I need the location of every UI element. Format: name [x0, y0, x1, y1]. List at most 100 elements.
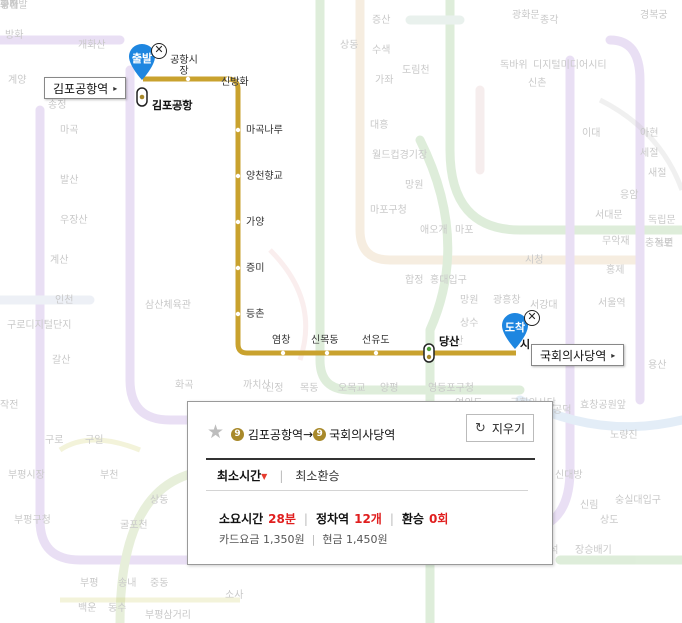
destination-pin-label: 도착	[504, 321, 526, 334]
origin-callout-label: 김포공항역	[53, 81, 109, 96]
card-fare: 카드요금 1,350원	[219, 533, 305, 546]
bg-station-label: 망원	[460, 295, 479, 306]
route-station-dot[interactable]	[324, 350, 330, 356]
bg-station-label: 서대문	[595, 210, 623, 221]
bg-station-label: 디지털미디어시티	[533, 60, 607, 71]
bg-station-label: 세절	[640, 148, 659, 159]
route-station-dot[interactable]	[280, 350, 286, 356]
bg-station-label: 장승배기	[575, 545, 612, 556]
route-station-dot[interactable]	[185, 76, 191, 82]
tab-min-transfer[interactable]: 최소환승	[295, 469, 340, 483]
bg-station-label: 부평	[80, 578, 99, 589]
route-station-dot[interactable]	[235, 311, 241, 317]
bg-station-label: 증산	[372, 15, 391, 26]
bg-station-label: 무악재	[602, 236, 630, 247]
transfer-value: 0회	[428, 512, 449, 526]
bg-station-label: 신방화	[221, 77, 249, 88]
origin-close-icon[interactable]: ✕	[151, 43, 167, 59]
bg-station-label: 광흥창	[493, 295, 521, 306]
bg-station-label: 애오개	[420, 225, 448, 236]
bg-station-label: 삼산체육관	[145, 300, 191, 311]
bg-station-label: 부평구청	[14, 515, 51, 526]
bg-station-label: 신림	[580, 500, 599, 511]
station-label-yeomchang[interactable]: 염창	[272, 335, 291, 346]
bg-station-label: 행신	[0, 0, 19, 11]
bg-station-label: 공덕	[553, 405, 572, 416]
route-station-dot[interactable]	[235, 265, 241, 271]
route-line	[143, 76, 516, 356]
bg-station-label: 공항	[170, 55, 189, 66]
bg-station-label: 시청	[525, 255, 544, 266]
bg-station-label: 부천	[100, 470, 119, 481]
bg-station-label: 양평	[380, 383, 399, 394]
bg-station-label: 독립문	[648, 215, 676, 226]
route-option-tabs: 최소시간▼|최소환승	[217, 467, 340, 484]
station-label-gayang[interactable]: 가양	[246, 217, 265, 228]
station-label-gimpo-airport[interactable]: 김포공항	[152, 99, 193, 112]
clear-button[interactable]: ↻ 지우기	[466, 414, 534, 442]
station-label-dangsan[interactable]: 당산	[439, 335, 460, 348]
bg-station-label: 상도	[600, 515, 619, 526]
route-station-dot[interactable]	[235, 127, 241, 133]
bg-station-label: 마곡	[60, 125, 79, 136]
bg-station-label: 강매	[0, 0, 19, 11]
origin-pin-label: 출발	[131, 52, 153, 65]
bg-station-label: 구로디지털단지	[7, 320, 72, 331]
bg-station-label: 신촌	[528, 78, 547, 89]
fare-info: 카드요금 1,350원|현금 1,450원	[219, 531, 388, 547]
bg-station-label: 녹번	[655, 238, 674, 249]
route-to: 국회의사당역	[329, 428, 396, 442]
bg-station-label: 상동	[150, 495, 169, 506]
bg-station-label: 계양	[8, 75, 27, 86]
bg-station-label: 이대	[582, 128, 601, 139]
bg-station-label: 당산	[445, 336, 464, 347]
origin-pin[interactable]: 출발	[128, 43, 156, 81]
bg-station-label: 가좌	[375, 75, 394, 86]
bg-station-label: 중동	[150, 578, 169, 589]
station-label-sinbanghwa[interactable]: 신방화	[221, 77, 249, 88]
bg-station-label: 까치산	[243, 380, 271, 391]
station-label-national-assembly-partial[interactable]: 시	[520, 338, 531, 351]
destination-close-icon[interactable]: ✕	[524, 310, 540, 326]
bg-station-label: 영등포구청	[428, 383, 474, 394]
station-label-seonyudo[interactable]: 선유도	[362, 335, 390, 346]
transfer-station-node[interactable]	[423, 343, 435, 363]
station-label-jeungmi[interactable]: 증미	[246, 263, 265, 274]
refresh-icon: ↻	[474, 420, 486, 436]
bg-station-label: 화곡	[175, 380, 194, 391]
destination-pin[interactable]: 도착	[501, 312, 529, 350]
bg-station-label: 숭실대입구	[615, 495, 661, 506]
route-station-dot[interactable]	[235, 173, 241, 179]
bg-station-label: 응암	[620, 190, 639, 201]
station-label-gonghang-sijang[interactable]: 공항시장	[170, 55, 198, 77]
destination-callout[interactable]: 국회의사당역 ▸	[531, 344, 625, 366]
route-station-dot[interactable]	[235, 219, 241, 225]
panel-divider-thin	[206, 490, 528, 491]
route-station-dot[interactable]	[373, 350, 379, 356]
bg-station-label: 방화	[5, 30, 24, 41]
bg-station-label: 경복궁	[640, 10, 668, 21]
chevron-right-icon: ▸	[611, 350, 616, 360]
station-label-magongnaru[interactable]: 마곡나루	[246, 125, 283, 136]
origin-callout[interactable]: 김포공항역 ▸	[44, 77, 127, 99]
bg-station-label: 서강대	[530, 300, 558, 311]
route-station-dot[interactable]	[225, 76, 231, 82]
station-label-yangcheon-hyanggyo[interactable]: 양천향교	[246, 171, 283, 182]
bg-station-label: 오목교	[338, 383, 366, 394]
bg-station-label: 개화산	[78, 40, 106, 51]
bg-station-label: 월드컵경기장	[372, 150, 428, 161]
star-icon[interactable]: ★	[207, 421, 225, 443]
tab-min-time[interactable]: 최소시간▼	[217, 469, 267, 483]
bg-station-label: 화전	[0, 0, 19, 11]
map-pin-icon	[129, 44, 155, 80]
bg-station-label: 신정	[265, 383, 284, 394]
station-label-deungchon[interactable]: 등촌	[246, 309, 265, 320]
bg-station-label: 망원	[405, 180, 424, 191]
map-pin-icon	[502, 313, 528, 349]
station-label-sinmokdong[interactable]: 신목동	[311, 335, 339, 346]
bg-station-label: 종각	[540, 15, 559, 26]
